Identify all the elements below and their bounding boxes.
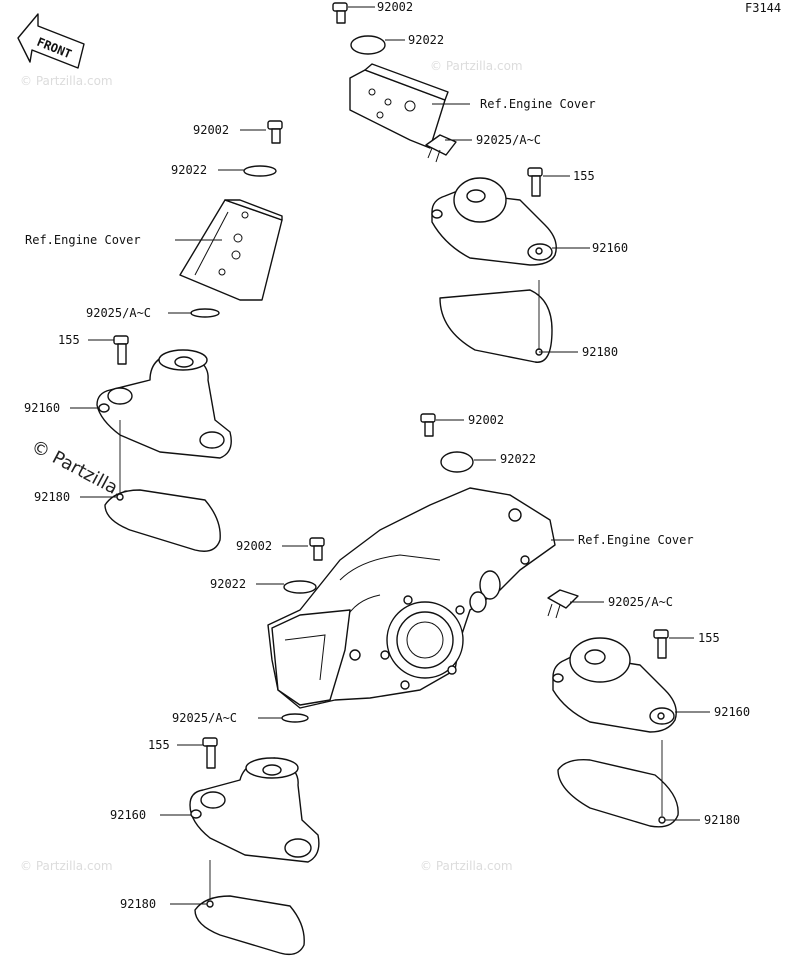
label-92160-b: 92160	[24, 401, 60, 415]
bracket-b	[179, 199, 283, 301]
label-155-b: 155	[58, 333, 80, 347]
label-92180-a: 92180	[582, 345, 618, 359]
label-92002-a: 92002	[377, 0, 413, 14]
front-arrow-icon: FRONT	[17, 13, 85, 69]
washer-92022-d	[283, 580, 317, 594]
rubber-mount-92160-a	[431, 177, 557, 266]
plate-92180-d	[194, 895, 305, 956]
mount-group-b: 92002 92022 Ref.Engine Cover 92025/A~C 1…	[24, 120, 283, 552]
watermark-text: © Partzilla.com	[420, 859, 513, 873]
plate-92180-b	[104, 489, 221, 552]
label-92025-b: 92025/A~C	[86, 306, 151, 320]
label-155-c: 155	[698, 631, 720, 645]
label-92022-d: 92022	[210, 577, 246, 591]
label-92025-c: 92025/A~C	[608, 595, 673, 609]
mount-group-d: 92002 92022 92025/A~C 155 92160 92180	[110, 537, 325, 956]
label-ref-engine-cover-a: Ref.Engine Cover	[480, 97, 596, 111]
label-92180-b: 92180	[34, 490, 70, 504]
bolt-92002-d	[309, 537, 325, 561]
clip-92025-c	[547, 589, 579, 619]
bolt-92002-c	[420, 413, 436, 437]
label-92180-d: 92180	[120, 897, 156, 911]
bolt-155-b	[113, 335, 129, 365]
washer-92022-c	[440, 451, 474, 473]
watermark-text: © Partzilla.com	[20, 74, 113, 88]
washer-92022-b	[243, 165, 277, 177]
label-155-d: 155	[148, 738, 170, 752]
label-92022-a: 92022	[408, 33, 444, 47]
label-ref-engine-cover-c: Ref.Engine Cover	[578, 533, 694, 547]
plate-92180-a	[439, 289, 553, 363]
bolt-155-d	[202, 737, 218, 769]
bolt-155-a	[527, 167, 543, 197]
label-155-a: 155	[573, 169, 595, 183]
rubber-mount-92160-b	[96, 349, 232, 459]
label-92025-d: 92025/A~C	[172, 711, 237, 725]
label-92025-a: 92025/A~C	[476, 133, 541, 147]
bolt-92002-a	[332, 2, 348, 24]
label-92160-c: 92160	[714, 705, 750, 719]
bolt-155-c	[653, 629, 669, 659]
label-92002-c: 92002	[468, 413, 504, 427]
mount-group-c: 92002 92022 Ref.Engine Cover 92025/A~C 1…	[420, 413, 750, 828]
label-ref-engine-cover-b: Ref.Engine Cover	[25, 233, 141, 247]
figure-code: F3144	[745, 1, 781, 15]
washer-92022-a	[350, 35, 386, 55]
plate-92180-c	[557, 759, 679, 828]
mount-group-a: 92002 92022 Ref.Engine Cover 92025/A~C 1…	[332, 0, 628, 363]
bracket-a	[349, 63, 449, 149]
label-92022-b: 92022	[171, 163, 207, 177]
engine-cover-housing	[267, 487, 556, 709]
clip-92025-b	[190, 308, 220, 318]
label-92002-d: 92002	[236, 539, 272, 553]
rubber-mount-92160-d	[189, 757, 320, 863]
label-92160-a: 92160	[592, 241, 628, 255]
rubber-mount-92160-c	[552, 637, 677, 733]
label-92180-c: 92180	[704, 813, 740, 827]
watermark-text: © Partzilla.com	[430, 59, 523, 73]
label-92022-c: 92022	[500, 452, 536, 466]
label-92160-d: 92160	[110, 808, 146, 822]
watermark-text: © Partzilla.com	[20, 859, 113, 873]
clip-92025-d	[281, 713, 309, 723]
label-92002-b: 92002	[193, 123, 229, 137]
bolt-92002-b	[267, 120, 283, 144]
